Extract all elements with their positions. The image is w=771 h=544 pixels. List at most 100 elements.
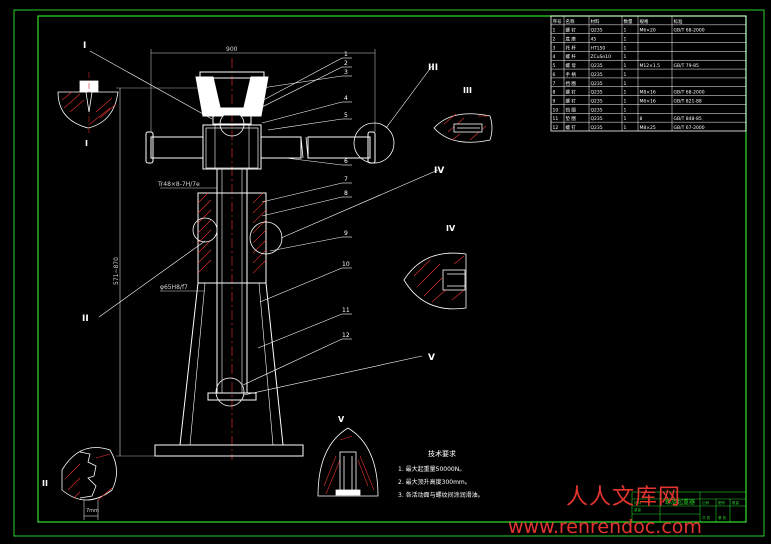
bom-header-cell: 序号 — [553, 18, 562, 25]
part-number-3: 3 — [344, 69, 348, 76]
bom-cell: 7 — [553, 81, 556, 87]
watermark-url[interactable]: www.renrendoc.com — [508, 516, 702, 538]
bom-cell: 1 — [624, 54, 627, 60]
bom-cell: 手 柄 — [566, 71, 577, 78]
dimension-small: 7mm — [86, 508, 99, 514]
bom-cell: 1 — [624, 28, 627, 34]
outer-frame — [13, 9, 765, 537]
bom-cell: Q235 — [591, 72, 603, 78]
part-number-6: 6 — [344, 158, 348, 165]
part-number-7: 7 — [344, 176, 348, 183]
tb-field-6: 共 张 — [702, 515, 711, 520]
tech-title: 技术要求 — [428, 449, 456, 458]
bom-cell: 1 — [624, 90, 627, 96]
tb-field-4: 材料 — [634, 500, 642, 505]
bom-cell: 螺 母 — [566, 62, 577, 69]
part-number-5: 5 — [344, 112, 348, 119]
title-block-name: 螺旋起重器 — [665, 498, 695, 506]
bom-cell: ZCuSn10 — [591, 54, 612, 60]
bom-cell: Q235 — [591, 81, 603, 87]
bom-cell: 底 座 — [566, 36, 577, 43]
tech-item-3: 3. 各活动面与螺纹间涂润滑油。 — [398, 491, 484, 499]
bom-header-cell: 数量 — [624, 18, 633, 25]
part-number-1: 1 — [344, 51, 348, 58]
bom-cell: 12 — [553, 125, 559, 131]
bom-cell: 4 — [553, 54, 556, 60]
part-number-8: 8 — [344, 190, 348, 197]
bom-cell: GB/T 848-85 — [674, 116, 702, 122]
bom-cell: Q235 — [591, 28, 603, 34]
bom-cell: 1 — [624, 116, 627, 122]
part-number-10: 10 — [342, 261, 350, 268]
bom-cell: M8×16 — [640, 90, 656, 96]
bom-header-cell: 规格 — [640, 18, 649, 25]
detail-view-i — [57, 72, 119, 134]
detail-view-ii — [61, 447, 117, 520]
bom-cell: 1 — [624, 107, 627, 113]
main-assembly-view — [89, 49, 439, 460]
tech-requirements: 技术要求 1. 最大起重量50000N。 2. 最大顶升高度300mm。 3. … — [398, 449, 484, 499]
bom-cell: 螺 钉 — [566, 97, 577, 104]
tb-field-2: 图号 — [718, 500, 726, 505]
bom-cell: 3 — [553, 45, 556, 51]
bom-cell: 1 — [624, 63, 627, 69]
part-number-12: 12 — [342, 332, 350, 339]
bom-cell: 1 — [624, 81, 627, 87]
tb-field-5: 重量 — [634, 507, 642, 512]
section-label-i-main: I — [83, 41, 86, 51]
bom-cell: 托 杯 — [566, 44, 577, 51]
bom-cell: 9 — [553, 98, 556, 104]
bom-cell: GB/T 821-88 — [674, 98, 702, 104]
bom-header-cell: 名称 — [566, 18, 575, 25]
part-number-4: 4 — [344, 95, 348, 102]
bom-cell: 11 — [553, 116, 559, 122]
bom-cell: Q235 — [591, 63, 603, 69]
bom-cell: GB/T 79-85 — [674, 63, 699, 69]
tech-item-2: 2. 最大顶升高度300mm。 — [398, 478, 471, 486]
bom-cell: 6 — [553, 72, 556, 78]
bom-cell: M6×16 — [640, 98, 656, 104]
bom-cell: Q235 — [591, 107, 603, 113]
bom-cell: 1 — [553, 28, 556, 34]
detail-view-iii — [433, 113, 493, 143]
bom-cell: GB/T 68-2000 — [674, 28, 705, 34]
dimension-fit: φ65H8/f7 — [160, 284, 188, 291]
section-label-ii-main: II — [82, 314, 89, 324]
bom-cell: 45 — [591, 37, 597, 43]
title-block — [631, 491, 747, 523]
section-label-iii-main: III — [428, 63, 438, 73]
detail-label-iv: IV — [446, 224, 456, 233]
bom-cell: GB/T 67-2000 — [674, 125, 705, 131]
tech-item-1: 1. 最大起重量50000N。 — [398, 465, 465, 473]
detail-view-v — [317, 427, 379, 497]
detail-label-iii: III — [463, 86, 472, 95]
bom-cell: 5 — [553, 63, 556, 69]
bom-cell: Q235 — [591, 116, 603, 122]
bom-cell: Q235 — [591, 125, 603, 131]
bom-cell: 1 — [624, 98, 627, 104]
bom-cell: HT150 — [591, 45, 606, 51]
bom-cell: 挡 圈 — [566, 80, 577, 87]
detail-view-iv — [403, 252, 467, 310]
dimension-thread: Tr48×8-7H/7e — [157, 181, 200, 188]
bom-cell: M8×25 — [640, 125, 656, 131]
bom-cell: 1 — [624, 45, 627, 51]
bom-cell: 8 — [640, 116, 643, 122]
tb-field-7: 第 张 — [718, 515, 727, 520]
bom-cell: Q235 — [591, 90, 603, 96]
part-number-11: 11 — [342, 307, 350, 314]
bom-cell: 螺 杆 — [566, 53, 577, 60]
part-number-9: 9 — [344, 230, 348, 237]
tb-field-3: 数量 — [732, 500, 740, 505]
bom-cell: Q235 — [591, 98, 603, 104]
bom-cell: 1 — [624, 72, 627, 78]
bom-cell: 挡 圈 — [566, 106, 577, 113]
dimension-height: 571~870 — [113, 257, 120, 285]
bom-cell: 2 — [553, 37, 556, 43]
part-number-2: 2 — [344, 60, 348, 67]
bom-cell: 垫 圈 — [566, 115, 577, 122]
bom-cell: 1 — [624, 125, 627, 131]
